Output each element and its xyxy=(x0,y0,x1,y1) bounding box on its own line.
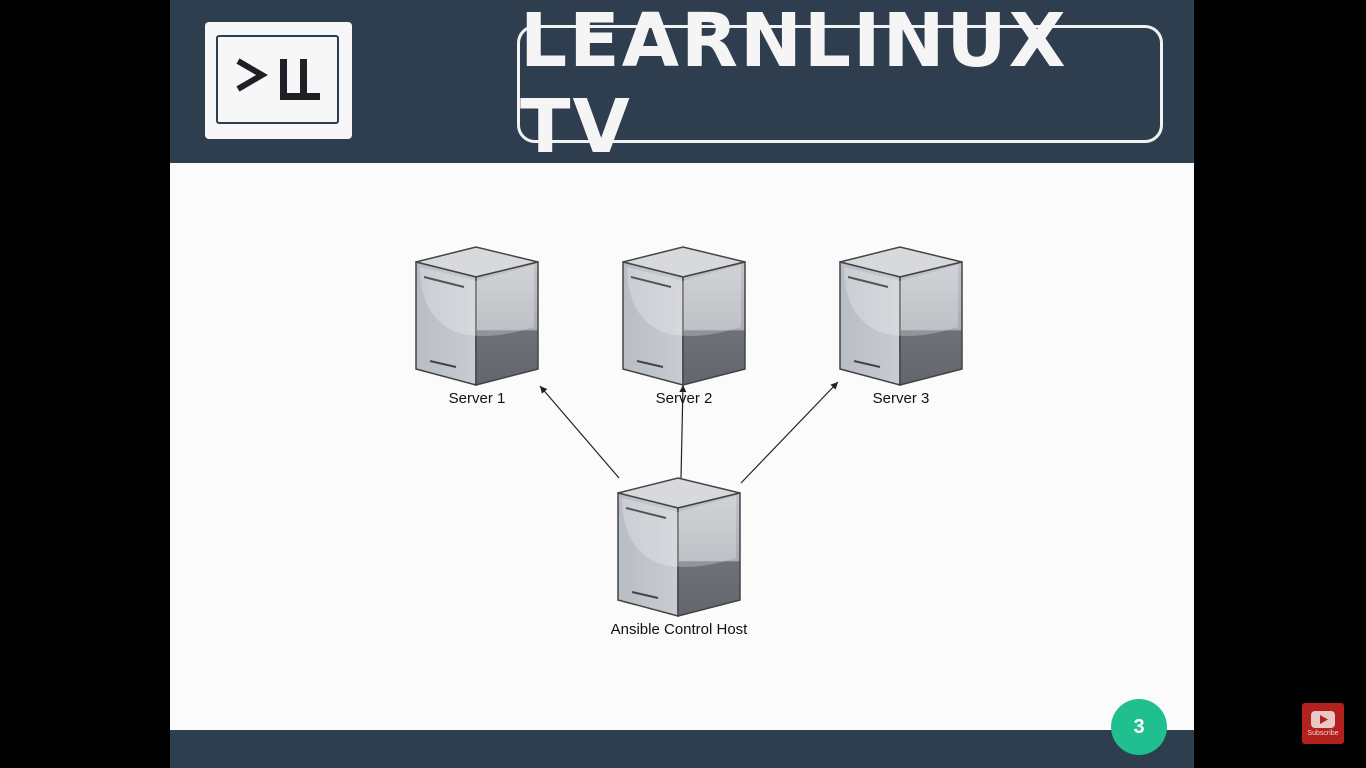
slide-header: LEARNLINUX TV xyxy=(170,0,1194,170)
brand-title: LEARNLINUX TV xyxy=(520,0,1068,170)
server-2-label: Server 2 xyxy=(655,390,713,407)
slide: LEARNLINUX TV xyxy=(170,0,1194,768)
slide-footer xyxy=(170,730,1194,768)
network-diagram: Server 1 Server 2 Server 3 Ansible Contr… xyxy=(170,163,1194,730)
youtube-play-icon xyxy=(1311,710,1335,728)
server-3-icon xyxy=(839,246,963,386)
subscribe-label: Subscribe xyxy=(1307,729,1339,737)
control-host-icon xyxy=(617,477,741,617)
brand-title-frame: LEARNLINUX TV xyxy=(517,0,1163,170)
terminal-logo-icon xyxy=(216,35,339,124)
subscribe-button[interactable]: Subscribe xyxy=(1302,703,1344,744)
channel-logo xyxy=(205,22,352,139)
arrow-to-server-1 xyxy=(539,385,620,479)
arrow-to-server-2 xyxy=(679,384,687,479)
server-3-label: Server 3 xyxy=(872,390,930,407)
server-1-label: Server 1 xyxy=(448,390,506,407)
page-number-badge: 3 xyxy=(1111,699,1167,755)
server-1-icon xyxy=(415,246,539,386)
server-2-icon xyxy=(622,246,746,386)
arrow-to-server-3 xyxy=(740,381,839,484)
control-host-label: Ansible Control Host xyxy=(610,621,748,638)
